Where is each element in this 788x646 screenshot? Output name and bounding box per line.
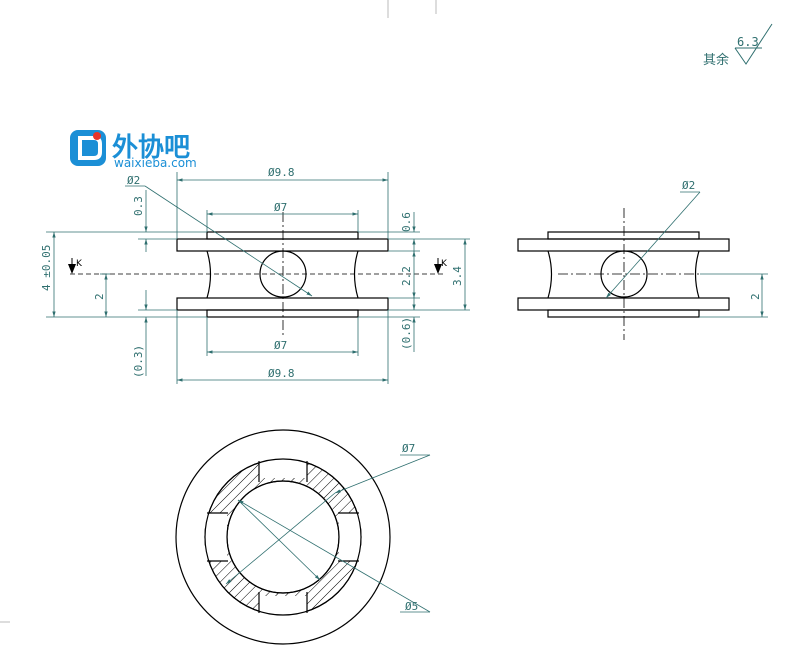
hub-right-curve <box>353 250 359 299</box>
side-view <box>517 231 730 318</box>
roughness-value: 6.3 <box>737 35 759 49</box>
section-mark-right: K <box>434 258 448 274</box>
dim-left-center: 2 <box>93 293 106 300</box>
side-bottom-flange <box>517 297 730 311</box>
top-flange <box>176 238 389 252</box>
side-bottom-inner-rim <box>547 309 700 318</box>
side-top-flange <box>517 238 730 252</box>
roughness-symbol: 其余 6.3 <box>703 23 773 68</box>
dim-right-mid: 2.2 <box>400 266 413 286</box>
side-dim-center: 2 <box>749 293 762 300</box>
dim-left-height: 4 ±0.05 <box>40 245 53 291</box>
logo-name: 外协吧 <box>112 133 190 163</box>
dim-right-top: 0.6 <box>400 212 413 232</box>
dim-right-total: 3.4 <box>451 266 464 286</box>
logo-site: waixieba.com <box>114 156 197 170</box>
bottom-inner-rim <box>206 309 359 318</box>
side-dimensions <box>605 191 768 318</box>
logo: 外协吧 waixieba.com <box>70 130 197 170</box>
dim-top-inner-diameter: Ø7 <box>274 201 287 214</box>
roughness-label: 其余 <box>703 52 729 68</box>
section-dim-middle-diameter: Ø7 <box>402 442 415 455</box>
side-hub-left <box>547 250 553 299</box>
front-dimension-texts: Ø9.8 Ø7 Ø2 Ø7 Ø9.8 4 ±0.05 2 0.3 (0.3) 0… <box>40 166 464 380</box>
hub-left-curve <box>206 250 212 299</box>
dim-right-bottom: (0.6) <box>400 317 413 350</box>
front-view <box>176 231 389 318</box>
dim-hole-diameter: Ø2 <box>127 174 140 187</box>
side-hub-right <box>694 250 700 299</box>
section-mark-left: K <box>68 258 83 274</box>
section-outer-circle <box>175 429 391 645</box>
dim-top-diameter: Ø9.8 <box>268 166 295 179</box>
bottom-flange <box>176 297 389 311</box>
dim-top-flange: 0.3 <box>132 196 145 216</box>
svg-text:K: K <box>76 259 83 269</box>
dim-bottom-flange: (0.3) <box>132 345 145 378</box>
top-inner-rim <box>206 231 359 240</box>
svg-text:K: K <box>441 259 448 269</box>
dim-bottom-inner-diameter: Ø7 <box>274 339 287 352</box>
section-dimensions <box>225 454 431 613</box>
section-view <box>175 429 391 645</box>
front-dimensions <box>46 172 470 384</box>
dim-bottom-diameter: Ø9.8 <box>268 367 295 380</box>
side-top-inner-rim <box>547 231 700 240</box>
side-dim-hole-diameter: Ø2 <box>682 179 695 192</box>
section-dim-inner-diameter: Ø5 <box>405 600 418 613</box>
